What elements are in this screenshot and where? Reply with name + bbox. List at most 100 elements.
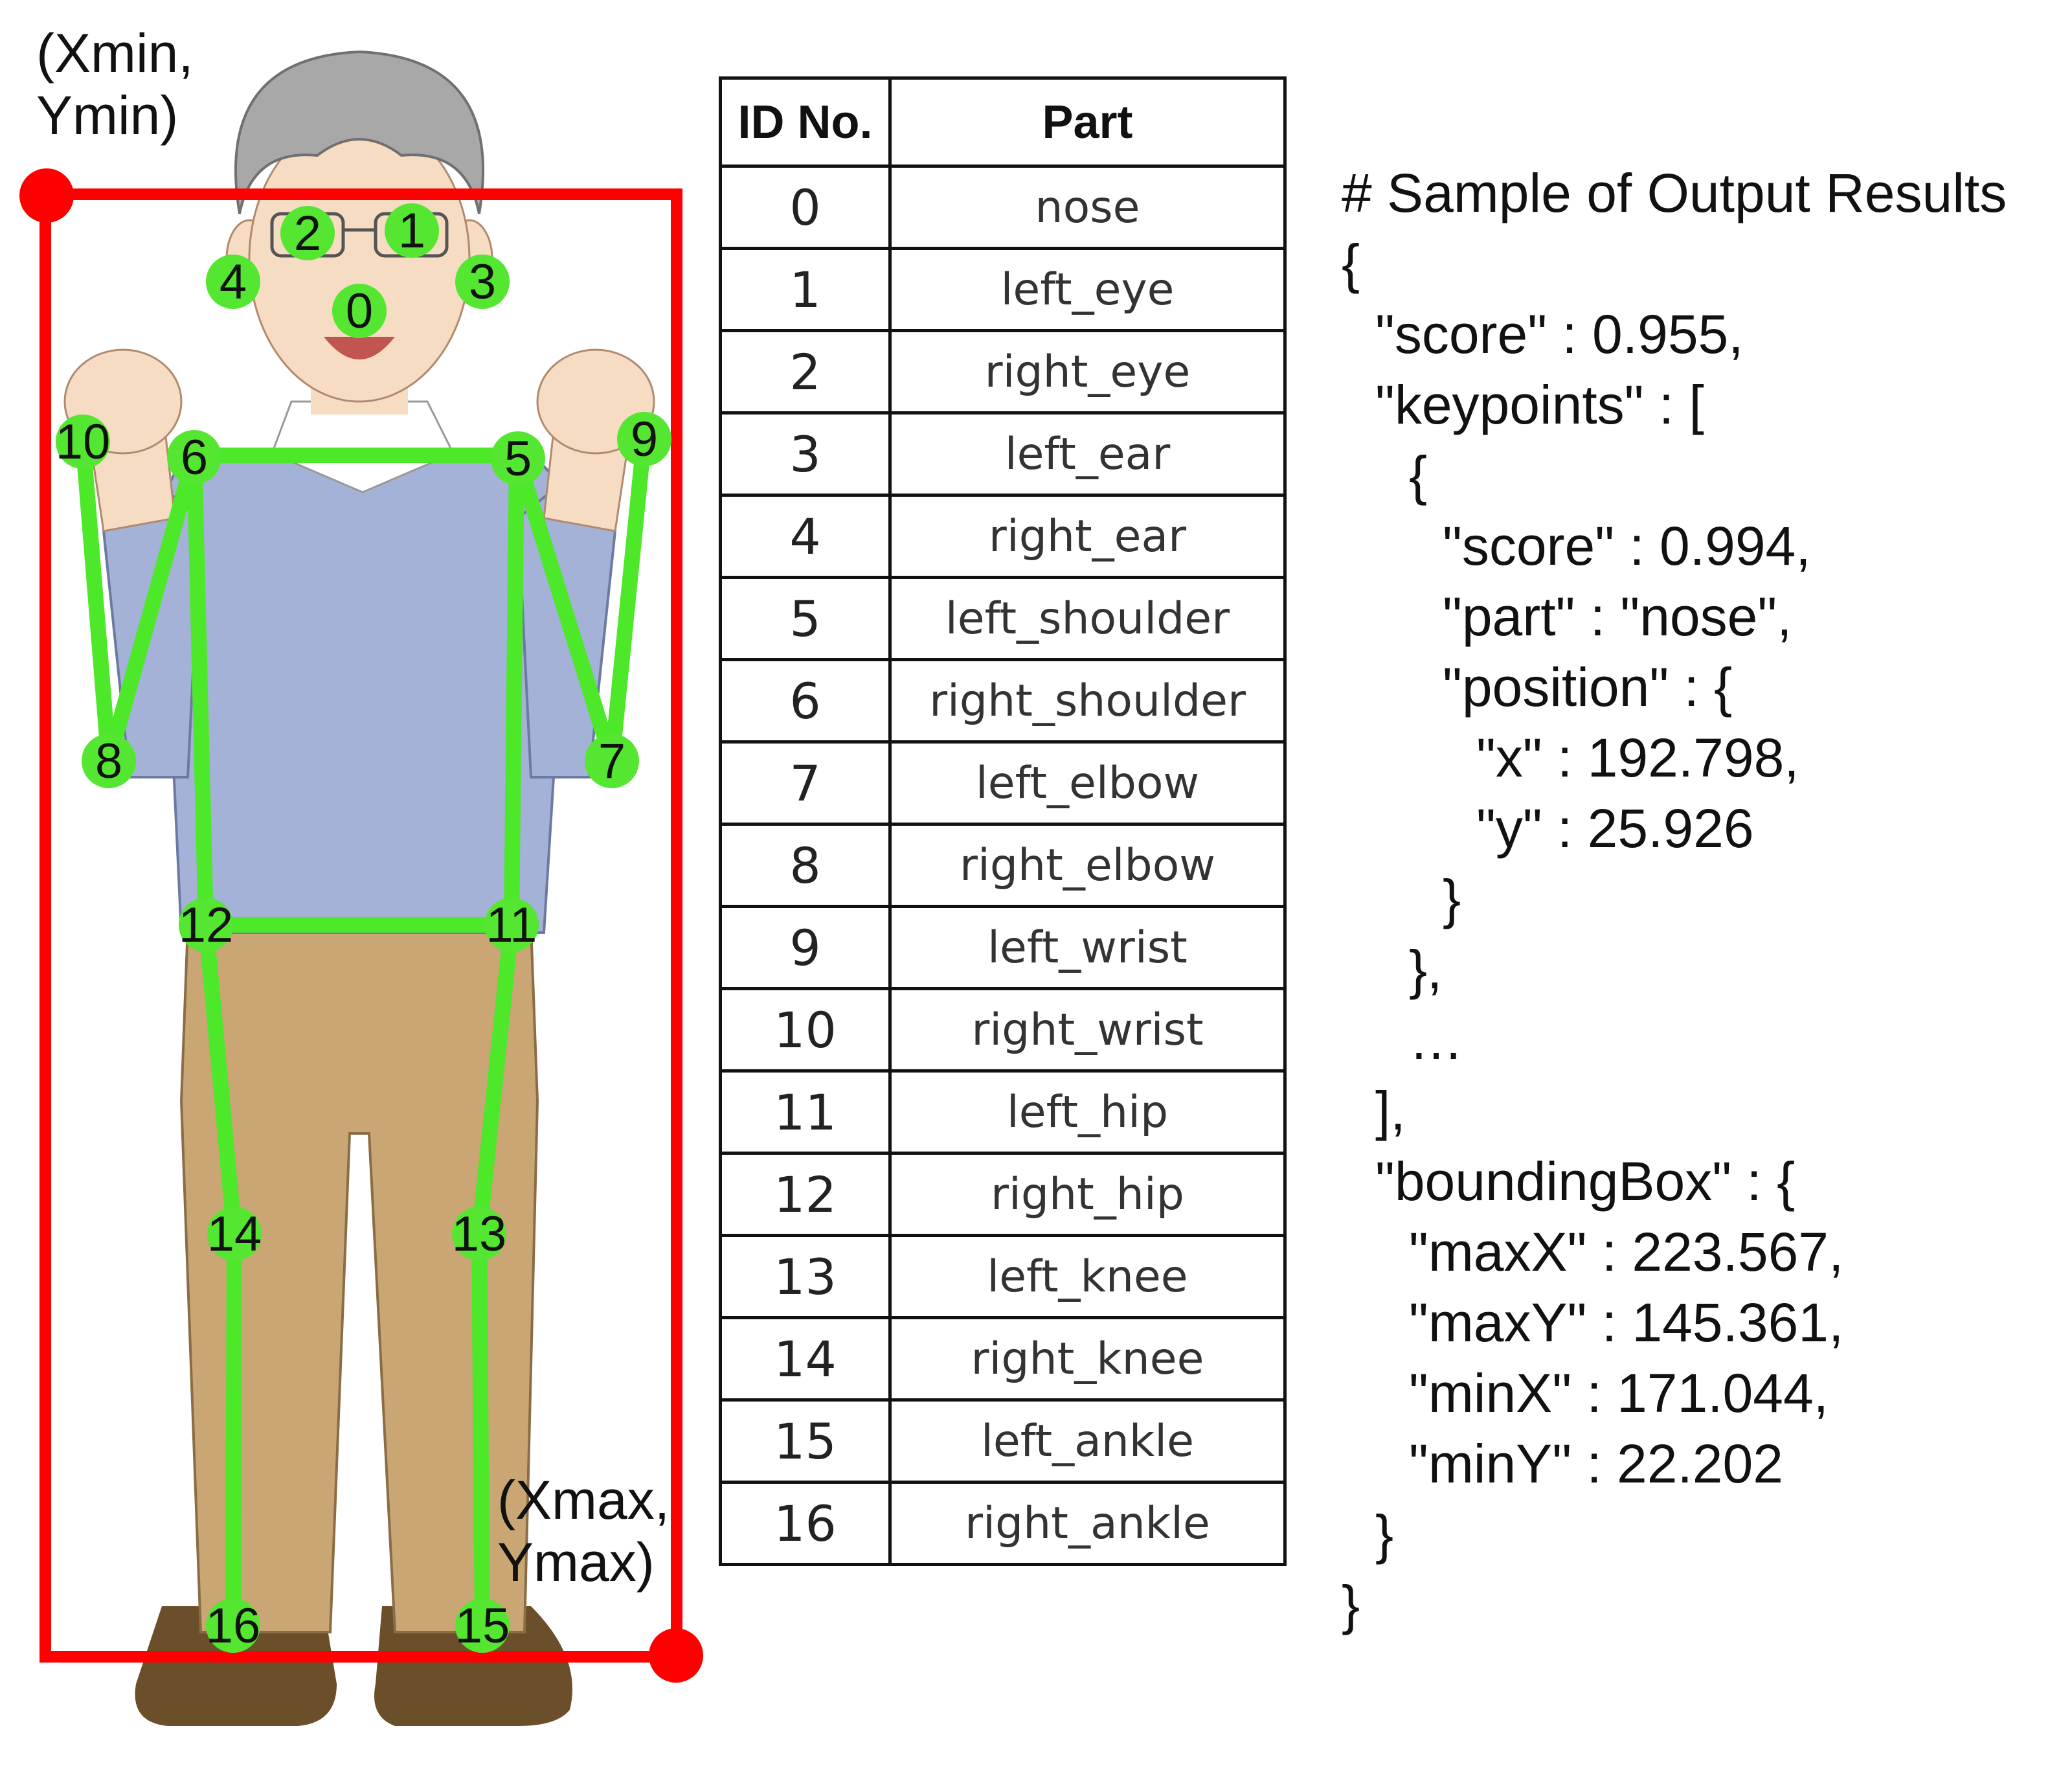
keypoint-right-elbow: 8 [82,734,136,789]
code-line: { [1409,445,1428,506]
max-corner-label: (Xmax, Ymax) [497,1470,670,1593]
keypoint-label: 0 [346,284,373,339]
code-line: "keypoints" : [ [1375,374,1704,435]
keypoint-left-shoulder: 5 [491,431,545,486]
keypoint-right-shoulder: 6 [167,430,221,485]
table-cell-id: 0 [719,165,892,250]
table-cell-id: 8 [719,823,892,908]
keypoint-marker [617,412,671,466]
keypoint-label: 11 [486,898,537,953]
bone-right-shin [225,1226,242,1633]
table-cell-part: left_elbow [888,740,1287,826]
code-line: "boundingBox" : { [1375,1151,1796,1212]
code-line: "minY" : 22.202 [1409,1433,1783,1494]
code-line: "score" : 0.955, [1375,304,1744,365]
table-cell-id: 13 [719,1234,892,1319]
bounding-box-min-corner [19,168,74,223]
table-cell-id: 16 [719,1481,892,1566]
table-cell-part: right_wrist [888,987,1287,1073]
bone-right-thigh [198,917,242,1242]
table-cell-part: left_ankle [888,1398,1287,1484]
keypoint-marker [179,898,233,952]
keypoint-left-hip: 11 [484,898,539,953]
code-line: { [1342,233,1360,294]
mouth [324,337,395,359]
table-cell-part: left_ear [888,411,1287,497]
keypoint-label: 15 [455,1598,510,1653]
code-line: "part" : "nose", [1443,586,1792,647]
bone-left-upper-arm [509,448,620,769]
code-line: "y" : 25.926 [1476,798,1754,859]
code-line: } [1443,869,1461,929]
table-cell-part: right_ankle [888,1481,1287,1566]
bounding-box-max-corner [649,1628,703,1683]
keypoint-label: 4 [220,255,247,310]
bounding-box [39,188,682,1663]
keypoint-left-ankle: 15 [455,1598,510,1653]
bone-right-upper-arm [101,448,202,769]
keypoint-nose: 0 [332,284,387,339]
keypoint-marker [82,734,136,788]
table-cell-id: 11 [719,1069,892,1155]
keypoint-marker [455,255,510,309]
keypoint-marker [491,431,545,486]
keypoint-marker [455,1598,510,1653]
table-cell-part: right_ear [888,494,1287,579]
table-cell-part: left_wrist [888,905,1287,990]
table-cell-id: 1 [719,247,892,332]
keypoint-label: 3 [469,255,496,310]
table-cell-part: right_elbow [888,823,1287,908]
table-cell-id: 2 [719,329,892,415]
bone-left-thigh [471,917,519,1242]
code-line: "position" : { [1443,657,1733,718]
keypoint-marker [385,203,439,258]
keypoint-marker [167,430,221,484]
code-line: "minX" : 171.044, [1409,1363,1829,1424]
table-cell-part: left_hip [888,1069,1287,1155]
keypoint-right-eye: 2 [280,206,335,261]
keypoint-left-ear: 3 [455,255,510,310]
keypoint-label: 6 [181,430,208,485]
keypoint-marker [280,206,335,260]
keypoint-label: 13 [452,1207,507,1262]
table-cell-part: right_eye [888,329,1287,415]
keypoint-label: 16 [206,1598,261,1653]
keypoint-marker [206,255,260,309]
keypoint-marker [332,284,387,338]
table-cell-id: 3 [719,411,892,497]
hair [234,50,485,214]
keypoint-right-ear: 4 [206,255,260,310]
table-cell-id: 9 [719,905,892,990]
right-shoe [135,1606,337,1726]
code-line: } [1375,1504,1394,1565]
keypoint-label: 5 [504,431,532,486]
header-id: ID No. [719,76,892,168]
keypoint-right-ankle: 16 [206,1598,261,1653]
keypoint-left-knee: 13 [452,1207,507,1262]
table-cell-part: left_eye [888,247,1287,332]
table-cell-part: right_hip [888,1152,1287,1237]
table-cell-id: 15 [719,1398,892,1484]
keypoint-right-wrist: 10 [56,415,110,470]
keypoint-marker [585,734,639,788]
table-cell-id: 4 [719,494,892,579]
keypoint-right-hip: 12 [179,898,233,953]
table-cell-part: left_shoulder [888,576,1287,661]
table-cell-part: nose [888,165,1287,250]
